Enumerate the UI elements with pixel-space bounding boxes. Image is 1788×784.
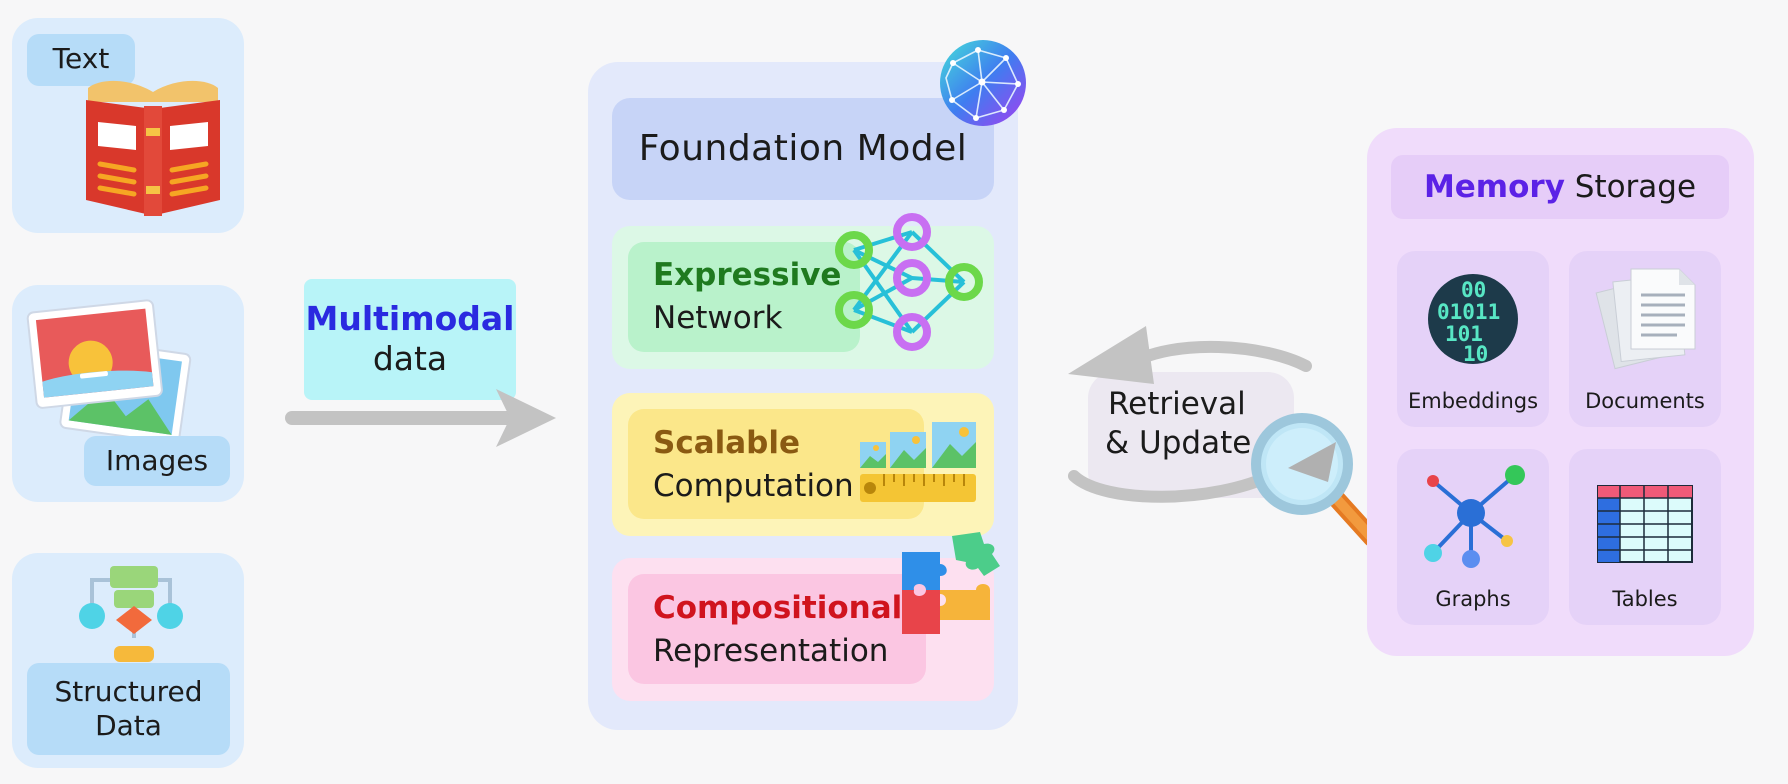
graph-icon [1424,465,1525,568]
tables-label: Tables [1612,587,1678,611]
book-icon [86,80,220,216]
network-label: Network [653,300,783,336]
multimodal-data-box: Multimodal data [304,279,516,400]
magnifier-icon [1251,413,1381,547]
storage-title-rest: Storage [1564,169,1697,205]
expressive-label: Expressive [653,257,842,293]
images-icon [26,299,192,445]
structured-data-input-label: Structured Data [27,663,230,755]
text-input-label: Text [27,34,135,86]
table-icon [1597,485,1693,563]
documents-icon [1595,268,1696,370]
compositional-label: Compositional [653,590,903,626]
memory-title-highlight: Memory [1423,169,1565,205]
neural-network-icon [835,213,983,351]
graphs-cell: Graphs [1397,449,1549,625]
binary-globe-icon: 00 01011 101 10 [1428,274,1518,366]
retrieval-cycle-arrows [1068,326,1312,503]
data-label: data [372,339,448,378]
multimodal-label: Multimodal [305,299,515,338]
foundation-model-title: Foundation Model [612,98,994,200]
flowchart-icon [79,566,183,662]
svg-text:101: 101 [1445,322,1483,346]
svg-text:01011: 01011 [1437,300,1500,324]
documents-label: Documents [1585,389,1705,413]
svg-text:00: 00 [1461,278,1486,302]
structured-data-label-text: Structured Data [54,675,203,742]
puzzle-icon [902,532,1000,634]
representation-label: Representation [653,633,889,669]
scalable-label: Scalable [653,425,801,461]
embeddings-cell: 00 01011 101 10 Embeddings [1397,251,1549,427]
retrieval-label: Retrieval [1108,386,1246,422]
compositional-representation-label-box [628,574,926,684]
expressive-network-label-box [628,242,860,352]
update-label: & Update [1105,425,1252,461]
embeddings-label: Embeddings [1407,389,1539,413]
images-input-label: Images [84,436,230,486]
input-arrow [285,389,556,447]
globe-network-icon [940,40,1026,126]
documents-cell: Documents [1569,251,1721,427]
memory-storage-title: Memory Storage [1391,155,1729,219]
computation-label: Computation [653,468,854,504]
svg-text:10: 10 [1463,342,1488,366]
tables-cell: Tables [1569,449,1721,625]
graphs-label: Graphs [1435,587,1511,611]
scaling-images-icon [860,422,976,502]
